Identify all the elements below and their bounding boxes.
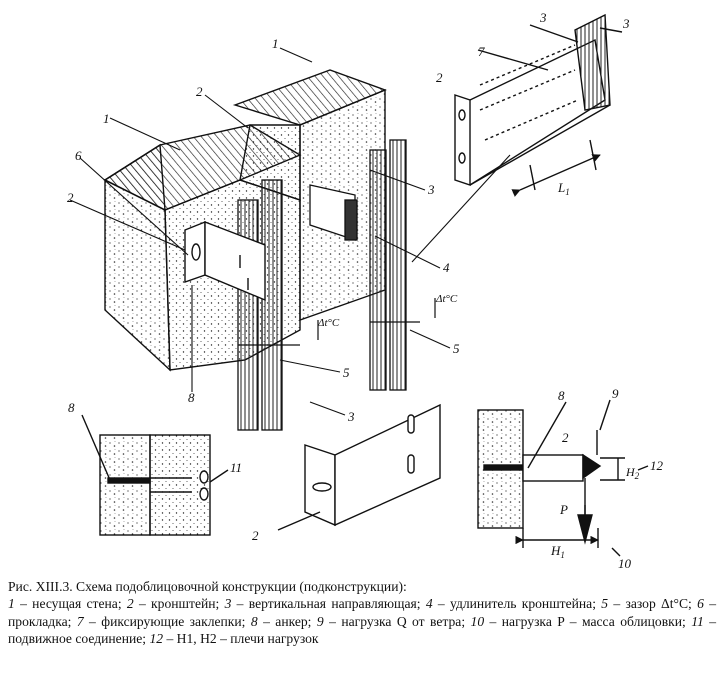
bracket-center xyxy=(277,403,441,531)
label-weight-load: 10 xyxy=(618,556,632,571)
legend-item: 7 – фиксирующие заклепки; xyxy=(76,613,251,629)
section-left xyxy=(81,414,229,536)
legend-item: 4 – удлинитель кронштейна; xyxy=(425,596,602,612)
main-wall-view xyxy=(103,69,387,372)
legend-item: 1 – несущая стена; xyxy=(8,596,127,612)
label-bracket-left: 2 xyxy=(67,190,74,205)
corner-bracket xyxy=(184,220,266,302)
legend-item: 8 – анкер; xyxy=(250,613,317,629)
label-gap-right: 5 xyxy=(453,341,460,356)
bracket-detail-top xyxy=(454,13,623,197)
load-scheme xyxy=(477,399,649,557)
label-h1: H1 xyxy=(550,543,565,560)
legend-item: 6 – прокладка; xyxy=(8,596,716,629)
label-guide-detail-2: 3 xyxy=(622,16,630,31)
label-bracket-center: 2 xyxy=(252,528,259,543)
label-anchor-section: 8 xyxy=(68,400,75,415)
legend-item: 9 – нагрузка Q от ветра; xyxy=(316,613,471,629)
legend-item: 5 – зазор Δt°C; xyxy=(601,596,698,612)
subframe-diagram: 1 2 1 6 2 8 3 4 5 5 3 Δt°C Δt°C 3 3 7 2 … xyxy=(67,10,664,571)
caption-legend: 1 – несущая стена; 2 – кронштейн; 3 – ве… xyxy=(8,595,716,647)
label-wall-left: 1 xyxy=(103,111,110,126)
label-l1: L1 xyxy=(557,180,570,197)
leader-lines xyxy=(69,47,511,416)
legend-item: 10 – нагрузка P – масса облицовки; xyxy=(470,613,692,629)
figure-caption: Рис. XIII.3. Схема подоблицовочной конст… xyxy=(8,578,716,648)
right-bracket xyxy=(309,184,358,241)
label-bracket-scheme: 2 xyxy=(562,430,569,445)
gap-markers xyxy=(238,298,436,346)
label-dt-right: Δt°C xyxy=(435,293,458,305)
caption-title: Рис. XIII.3. Схема подоблицовочной конст… xyxy=(8,579,407,594)
label-gap-left: 5 xyxy=(343,365,350,380)
label-guide-main: 3 xyxy=(427,182,435,197)
legend-item: 3 – вертикальная направляющая; xyxy=(224,596,426,612)
label-h2: H2 xyxy=(625,465,640,481)
label-anchor-scheme: 8 xyxy=(558,388,565,403)
label-bracket-detail: 2 xyxy=(436,70,443,85)
label-guide-detail-1: 3 xyxy=(539,10,547,25)
legend-item: 11 – подвижное соединение; xyxy=(8,613,716,647)
label-wall-top: 1 xyxy=(272,36,279,51)
label-anchor-main: 8 xyxy=(188,390,195,405)
label-joint: 11 xyxy=(230,460,242,475)
legend-item: 12 – H1, H2 – плечи нагрузок xyxy=(149,631,319,647)
diagram-labels: 1 2 1 6 2 8 3 4 5 5 3 Δt°C Δt°C 3 3 7 2 … xyxy=(67,10,664,571)
label-p: P xyxy=(559,502,568,517)
label-guide-bottom: 3 xyxy=(347,409,355,424)
label-rivets: 7 xyxy=(478,44,485,59)
label-arms: 12 xyxy=(650,458,664,473)
label-bracket-top: 2 xyxy=(196,84,203,99)
label-dt-left: Δt°C xyxy=(317,317,340,329)
label-pad: 6 xyxy=(75,148,82,163)
legend-item: 2 – кронштейн; xyxy=(126,596,225,612)
label-extender: 4 xyxy=(443,260,450,275)
label-wind-load: 9 xyxy=(612,386,619,401)
